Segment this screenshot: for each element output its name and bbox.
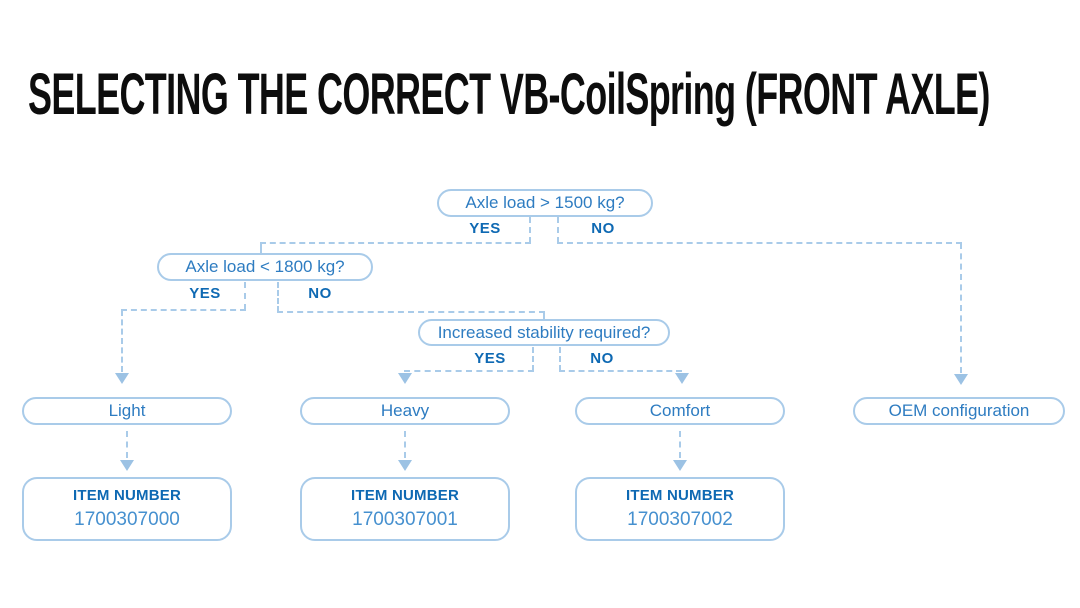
arrow-down-icon <box>115 373 129 384</box>
label-yes-decision-3: YES <box>474 350 506 367</box>
connector-d2-yes-stub <box>244 282 246 310</box>
item-number-label: ITEM NUMBER <box>625 487 735 504</box>
connector-to-oem <box>960 243 962 373</box>
item-number-value: 1700307001 <box>352 509 458 530</box>
arrow-down-icon <box>398 460 412 471</box>
label-no-decision-1: NO <box>591 220 615 237</box>
node-oem-configuration: OEM configuration <box>853 397 1065 425</box>
arrow-down-icon <box>673 460 687 471</box>
node-light: Light <box>22 397 232 425</box>
item-number-value: 1700307000 <box>74 509 180 530</box>
connector-d1-no-stub <box>557 217 559 243</box>
connector-comfort-to-item <box>679 431 681 458</box>
arrow-down-icon <box>398 373 412 384</box>
arrow-down-icon <box>120 460 134 471</box>
decision-increased-stability: Increased stability required? <box>418 319 670 346</box>
node-comfort: Comfort <box>575 397 785 425</box>
connector-d3-no-horizontal <box>559 370 682 372</box>
item-number-label: ITEM NUMBER <box>350 487 460 504</box>
label-yes-decision-1: YES <box>469 220 501 237</box>
node-heavy: Heavy <box>300 397 510 425</box>
connector-to-light <box>121 310 123 372</box>
decision-axle-load-1800: Axle load < 1800 kg? <box>157 253 373 281</box>
label-no-decision-2: NO <box>308 285 332 302</box>
label-no-decision-3: NO <box>590 350 614 367</box>
connector-d1-no-horizontal <box>557 242 962 244</box>
connector-d2-no-horizontal <box>277 311 545 313</box>
item-number-label: ITEM NUMBER <box>72 487 182 504</box>
connector-d1-yes-horizontal <box>260 242 531 244</box>
decision-axle-load-1500: Axle load > 1500 kg? <box>437 189 653 217</box>
connector-into-d2 <box>260 243 262 254</box>
arrow-down-icon <box>675 373 689 384</box>
connector-d3-no-stub <box>559 347 561 371</box>
item-number-box-comfort: ITEM NUMBER 1700307002 <box>575 477 785 541</box>
connector-d3-yes-horizontal <box>404 370 534 372</box>
connector-d1-yes-stub <box>529 217 531 243</box>
connector-light-to-item <box>126 431 128 458</box>
page-title: SELECTING THE CORRECT VB-CoilSpring (FRO… <box>28 62 990 127</box>
connector-into-d3 <box>543 312 545 320</box>
connector-d3-yes-stub <box>532 347 534 371</box>
connector-heavy-to-item <box>404 431 406 458</box>
item-number-value: 1700307002 <box>627 509 733 530</box>
arrow-down-icon <box>954 374 968 385</box>
connector-d2-no-stub <box>277 282 279 312</box>
connector-d2-yes-horizontal <box>121 309 246 311</box>
item-number-box-light: ITEM NUMBER 1700307000 <box>22 477 232 541</box>
label-yes-decision-2: YES <box>189 285 221 302</box>
item-number-box-heavy: ITEM NUMBER 1700307001 <box>300 477 510 541</box>
